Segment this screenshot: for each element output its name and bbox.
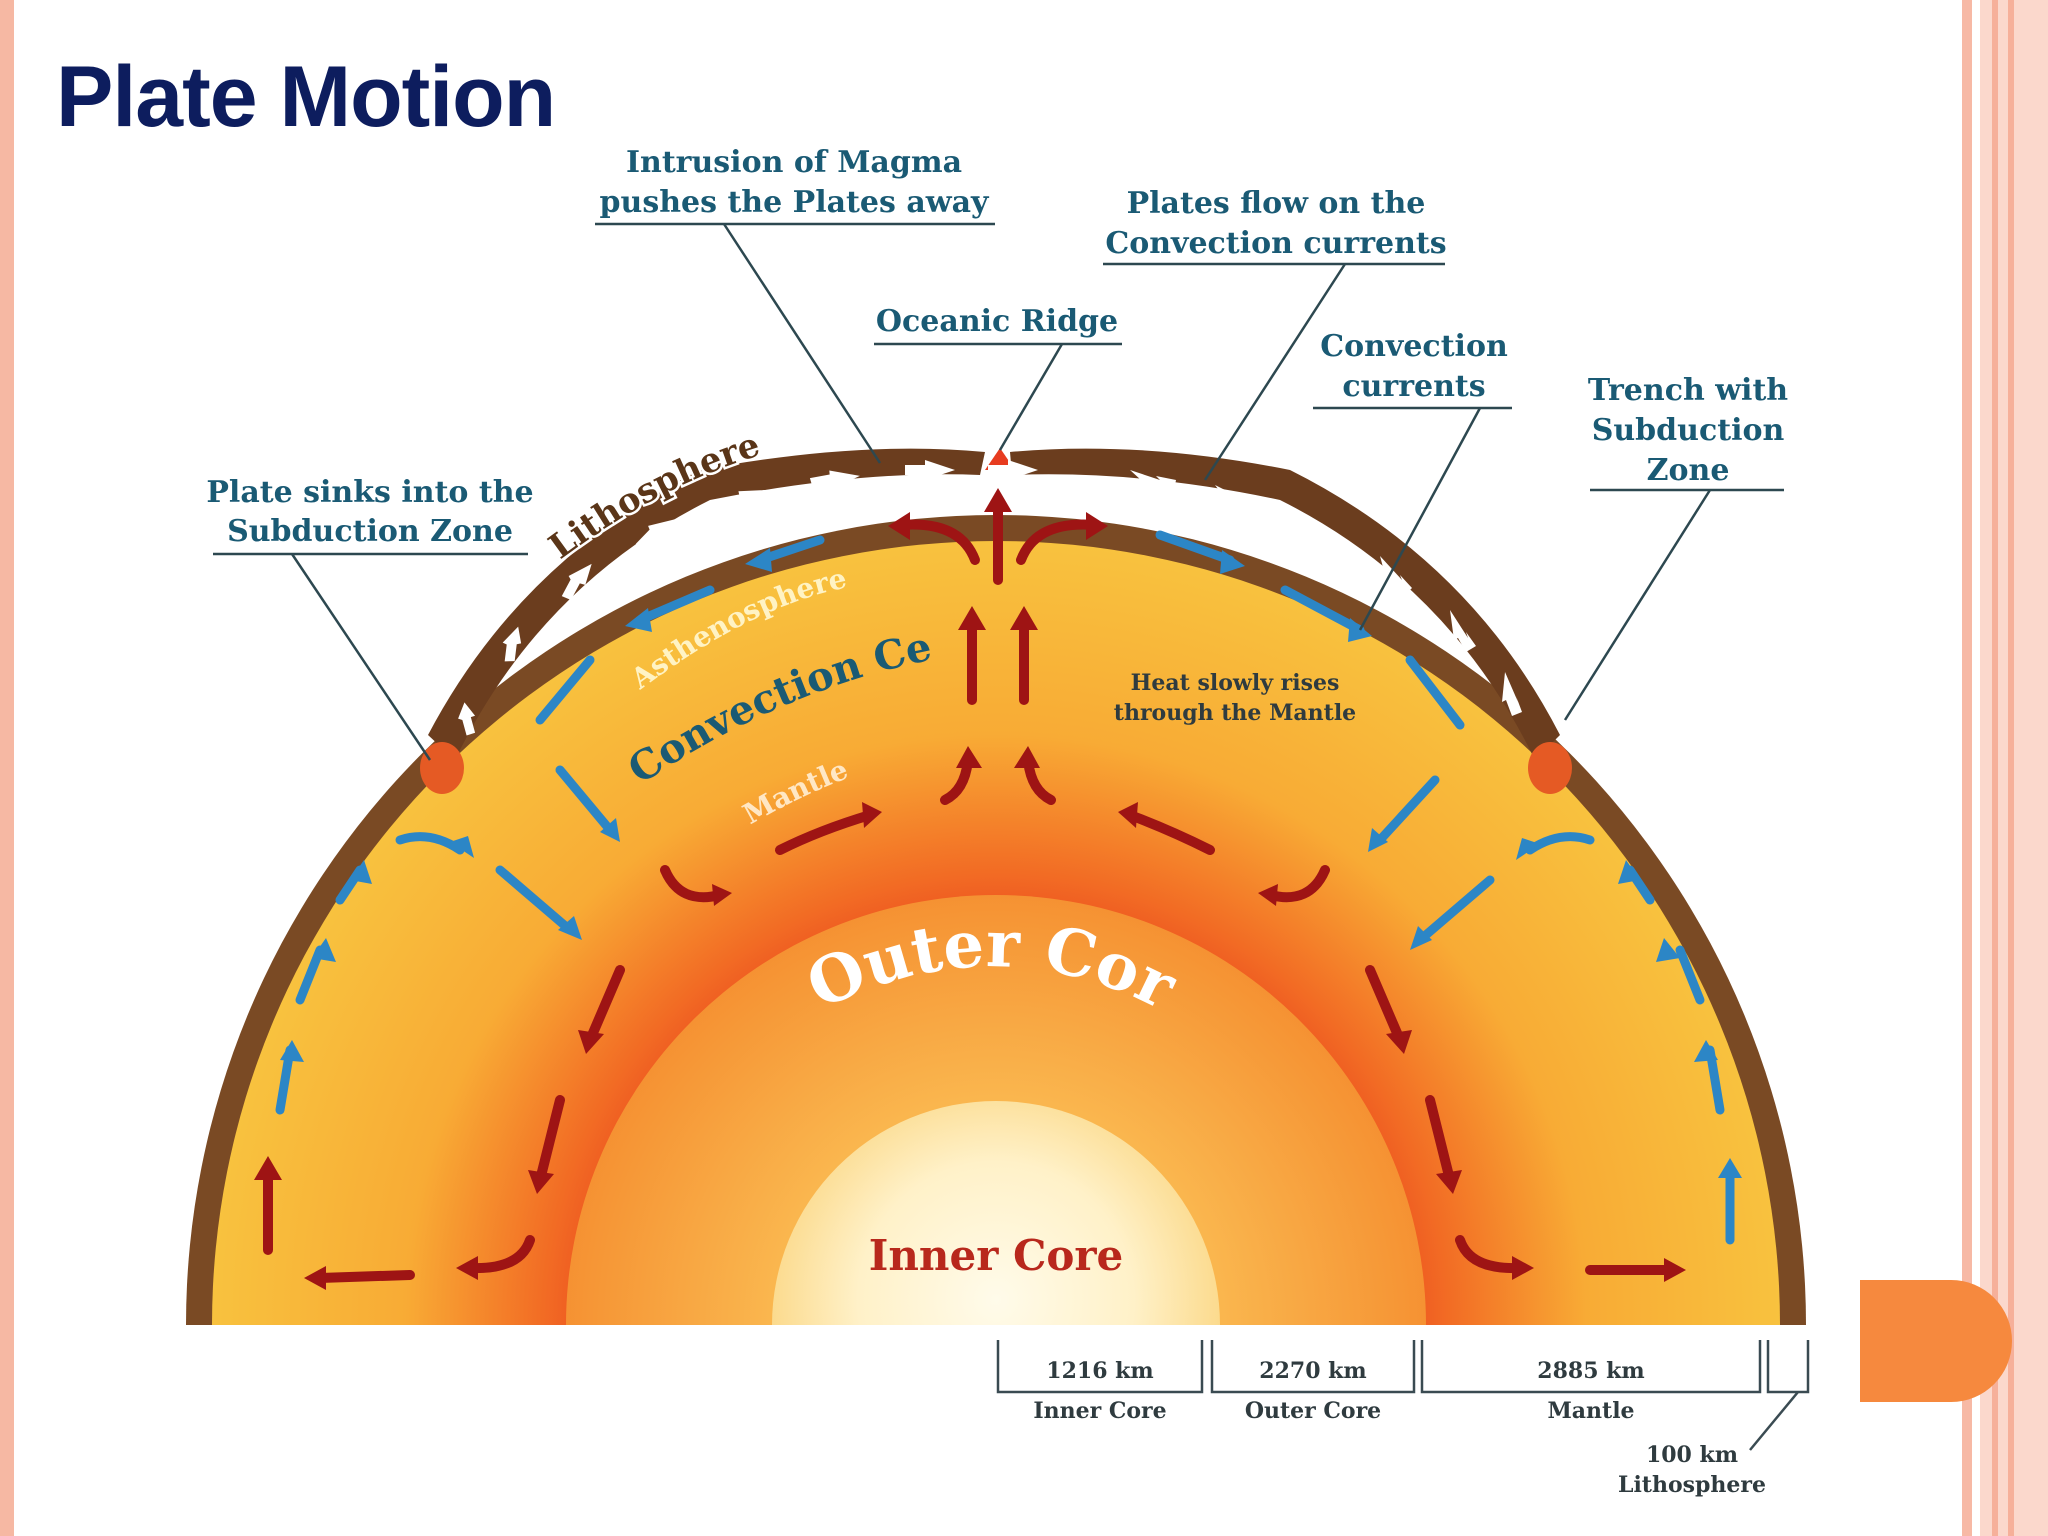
label-intrusion-line1: Intrusion of Magma (626, 145, 962, 180)
scale-mantle-name: Mantle (1547, 1398, 1634, 1424)
label-lithosphere: Lithosphere (542, 425, 765, 567)
slide-border-right (1962, 0, 1972, 1536)
convection-arrowheads-blue (280, 548, 1742, 1178)
label-intrusion-line2: pushes the Plates away (600, 185, 990, 220)
label-heat-line2: through the Mantle (1114, 700, 1356, 726)
ridge-magma (985, 448, 1015, 470)
scale-mantle-km: 2885 km (1537, 1358, 1644, 1384)
label-plates-flow-line2: Convection currents (1105, 226, 1446, 261)
scale-outer-core-km: 2270 km (1259, 1358, 1366, 1384)
label-trench-line3: Zone (1647, 453, 1730, 488)
label-inner-core: Inner Core (869, 1231, 1123, 1280)
label-oceanic-ridge: Oceanic Ridge (876, 304, 1118, 339)
scale-lithosphere-name: Lithosphere (1618, 1472, 1766, 1498)
subduction-tip-right (1528, 742, 1572, 794)
lithosphere-plate-right (1010, 448, 1560, 760)
inner-core-layer (772, 1101, 1220, 1325)
label-plate-sinks-line2: Subduction Zone (227, 514, 513, 549)
label-heat-line1: Heat slowly rises (1131, 670, 1340, 696)
slide-border-right-band (1980, 0, 2048, 1536)
scale-lithosphere-km: 100 km (1646, 1442, 1738, 1468)
label-lithosphere-text: Lithosphere (542, 425, 765, 567)
lithosphere-plate-left (428, 448, 985, 760)
slide-border-left (0, 0, 14, 1536)
subduction-tip-left (420, 742, 464, 794)
convection-arrowheads-red (254, 488, 1686, 1290)
label-convection-line1: Convection (1320, 329, 1508, 364)
scale-brackets (996, 1340, 1810, 1451)
scale-outer-core-name: Outer Core (1245, 1398, 1381, 1424)
accent-dot (1860, 1280, 2012, 1402)
plate-flow-arrows-left (458, 460, 955, 736)
label-convection-line2: currents (1342, 369, 1485, 404)
leader-lines (213, 222, 1784, 761)
slide-border-right-stripe (1992, 0, 1998, 1536)
slide-title: Plate Motion (56, 49, 556, 145)
scale-inner-core-km: 1216 km (1046, 1358, 1153, 1384)
label-trench-line1: Trench with (1588, 373, 1788, 408)
plate-flow-arrows-right (988, 460, 1522, 716)
scale-inner-core-name: Inner Core (1033, 1398, 1166, 1424)
slide-border-right-stripe (2008, 0, 2014, 1536)
label-plate-sinks-line1: Plate sinks into the (206, 475, 533, 510)
label-trench-line2: Subduction (1592, 413, 1785, 448)
label-plates-flow-line1: Plates flow on the (1127, 186, 1426, 221)
